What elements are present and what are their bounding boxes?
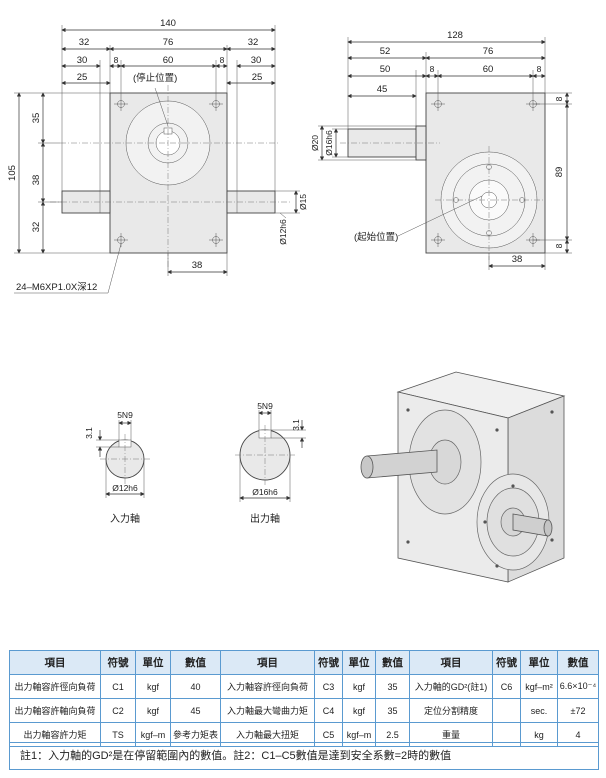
input-shaft-section: 5N9 3.1 Ø12h6 入力軸 [84, 410, 150, 525]
table-cell: 40 [170, 674, 221, 699]
table-cell: C6 [492, 674, 521, 699]
dim-32-v: 32 [31, 222, 42, 233]
table-cell: C2 [100, 698, 136, 723]
dim-60: 60 [163, 55, 174, 66]
header-item-2: 項目 [220, 650, 315, 675]
dim-8-side-b: 8 [537, 64, 542, 74]
dim-35: 35 [31, 113, 42, 124]
input-key-depth: 3.1 [84, 427, 94, 439]
dim-38-bottom: 38 [192, 260, 203, 271]
table-cell: 入力軸最大彎曲力矩 [220, 698, 315, 723]
header-item-3: 項目 [409, 650, 493, 675]
header-symbol-3: 符號 [492, 650, 521, 675]
table-cell: kgf [342, 674, 376, 699]
table-footnote: 註1：入力軸的GD²是在停留範圍內的數值。註2：C1–C5數值是達到安全系數=2… [9, 742, 599, 770]
dim-50: 50 [380, 64, 391, 75]
dim-52: 52 [380, 46, 391, 57]
output-key-depth: 3.1 [291, 419, 301, 431]
input-shaft-dia: Ø12h6 [112, 483, 138, 493]
front-view: 140 32 76 32 30 8 60 8 30 25 25 105 35 3… [7, 18, 308, 294]
table-cell: kgf–m² [520, 674, 558, 699]
table-cell: C3 [314, 674, 343, 699]
technical-drawing: 140 32 76 32 30 8 60 8 30 25 25 105 35 3… [7, 18, 572, 583]
dim-8-right-top: 8 [554, 96, 564, 101]
dim-45: 45 [377, 84, 388, 95]
table-cell: sec. [520, 698, 558, 723]
table-cell [492, 698, 521, 723]
output-shaft-caption: 出力軸 [250, 512, 280, 525]
input-shaft-caption: 入力軸 [110, 512, 140, 525]
input-key-width: 5N9 [117, 410, 133, 420]
dim-8-side-a: 8 [430, 64, 435, 74]
dim-8-right: 8 [220, 55, 225, 65]
table-cell: 定位分割精度 [409, 698, 493, 723]
dim-30-left: 30 [77, 55, 88, 66]
header-unit-1: 單位 [135, 650, 171, 675]
table-cell: 出力軸容許軸向負荷 [9, 698, 101, 723]
header-value-2: 數值 [375, 650, 410, 675]
table-header-row: 項目 符號 單位 數值 項目 符號 單位 數值 項目 符號 單位 數值 [9, 650, 599, 675]
dim-38-v: 38 [31, 175, 42, 186]
dim-60-side: 60 [483, 64, 494, 75]
dim-38-side: 38 [512, 254, 523, 265]
header-unit-2: 單位 [342, 650, 376, 675]
mount-holes [114, 97, 223, 247]
dim-25-right: 25 [252, 72, 263, 83]
dim-25-left: 25 [77, 72, 88, 83]
dim-32-left: 32 [79, 37, 90, 48]
start-position-label: (起始位置) [354, 231, 398, 243]
output-shaft-section: 5N9 3.1 Ø16h6 出力軸 [235, 401, 306, 525]
table-cell: 35 [375, 698, 410, 723]
output-key-width: 5N9 [257, 401, 273, 411]
dim-30-right: 30 [251, 55, 262, 66]
table-cell: 出力軸容許徑向負荷 [9, 674, 101, 699]
dim-8-left: 8 [114, 55, 119, 65]
table-cell: kgf [135, 698, 171, 723]
dim-8-right-bottom: 8 [554, 243, 564, 248]
table-cell: kgf [135, 674, 171, 699]
spec-table: 項目 符號 單位 數值 項目 符號 單位 數值 項目 符號 單位 數值 出力軸容… [9, 650, 599, 747]
stop-position-label: (停止位置) [133, 72, 177, 84]
header-symbol-1: 符號 [100, 650, 136, 675]
dim-76-side: 76 [483, 46, 494, 57]
table-row: 出力軸容許徑向負荷 C1 kgf 40 入力軸容許徑向負荷 C3 kgf 35 … [9, 674, 599, 699]
header-value-1: 數值 [170, 650, 221, 675]
dim-140: 140 [160, 18, 176, 29]
dim-105: 105 [7, 165, 18, 181]
table-row: 出力軸容許軸向負荷 C2 kgf 45 入力軸最大彎曲力矩 C4 kgf 35 … [9, 698, 599, 723]
dim-dia-20: Ø20 [310, 135, 320, 151]
table-cell: C1 [100, 674, 136, 699]
table-cell: kgf [342, 698, 376, 723]
header-symbol-2: 符號 [314, 650, 343, 675]
dim-89: 89 [554, 167, 565, 178]
dim-dia-16h6: Ø16h6 [324, 130, 334, 156]
header-unit-3: 單位 [520, 650, 558, 675]
dim-dia-12h6: Ø12h6 [278, 219, 288, 245]
table-cell: ±72 [557, 698, 599, 723]
table-cell: 6.6×10⁻⁴ [557, 674, 599, 699]
dim-32-right: 32 [248, 37, 259, 48]
isometric-view [360, 371, 566, 583]
table-cell: 入力軸的GD²(註1) [409, 674, 493, 699]
output-shaft-dia: Ø16h6 [252, 487, 278, 497]
dim-128: 128 [447, 30, 463, 41]
table-cell: 45 [170, 698, 221, 723]
side-view: 128 52 76 50 8 60 8 45 Ø20 Ø16h6 8 89 [310, 30, 572, 270]
table-cell: C4 [314, 698, 343, 723]
table-cell: 35 [375, 674, 410, 699]
dim-76: 76 [163, 37, 174, 48]
table-cell: 入力軸容許徑向負荷 [220, 674, 315, 699]
tap-note: 24–M6XP1.0X深12 [16, 282, 97, 293]
dim-dia-15: Ø15 [298, 194, 308, 210]
header-value-3: 數值 [557, 650, 599, 675]
header-item-1: 項目 [9, 650, 101, 675]
